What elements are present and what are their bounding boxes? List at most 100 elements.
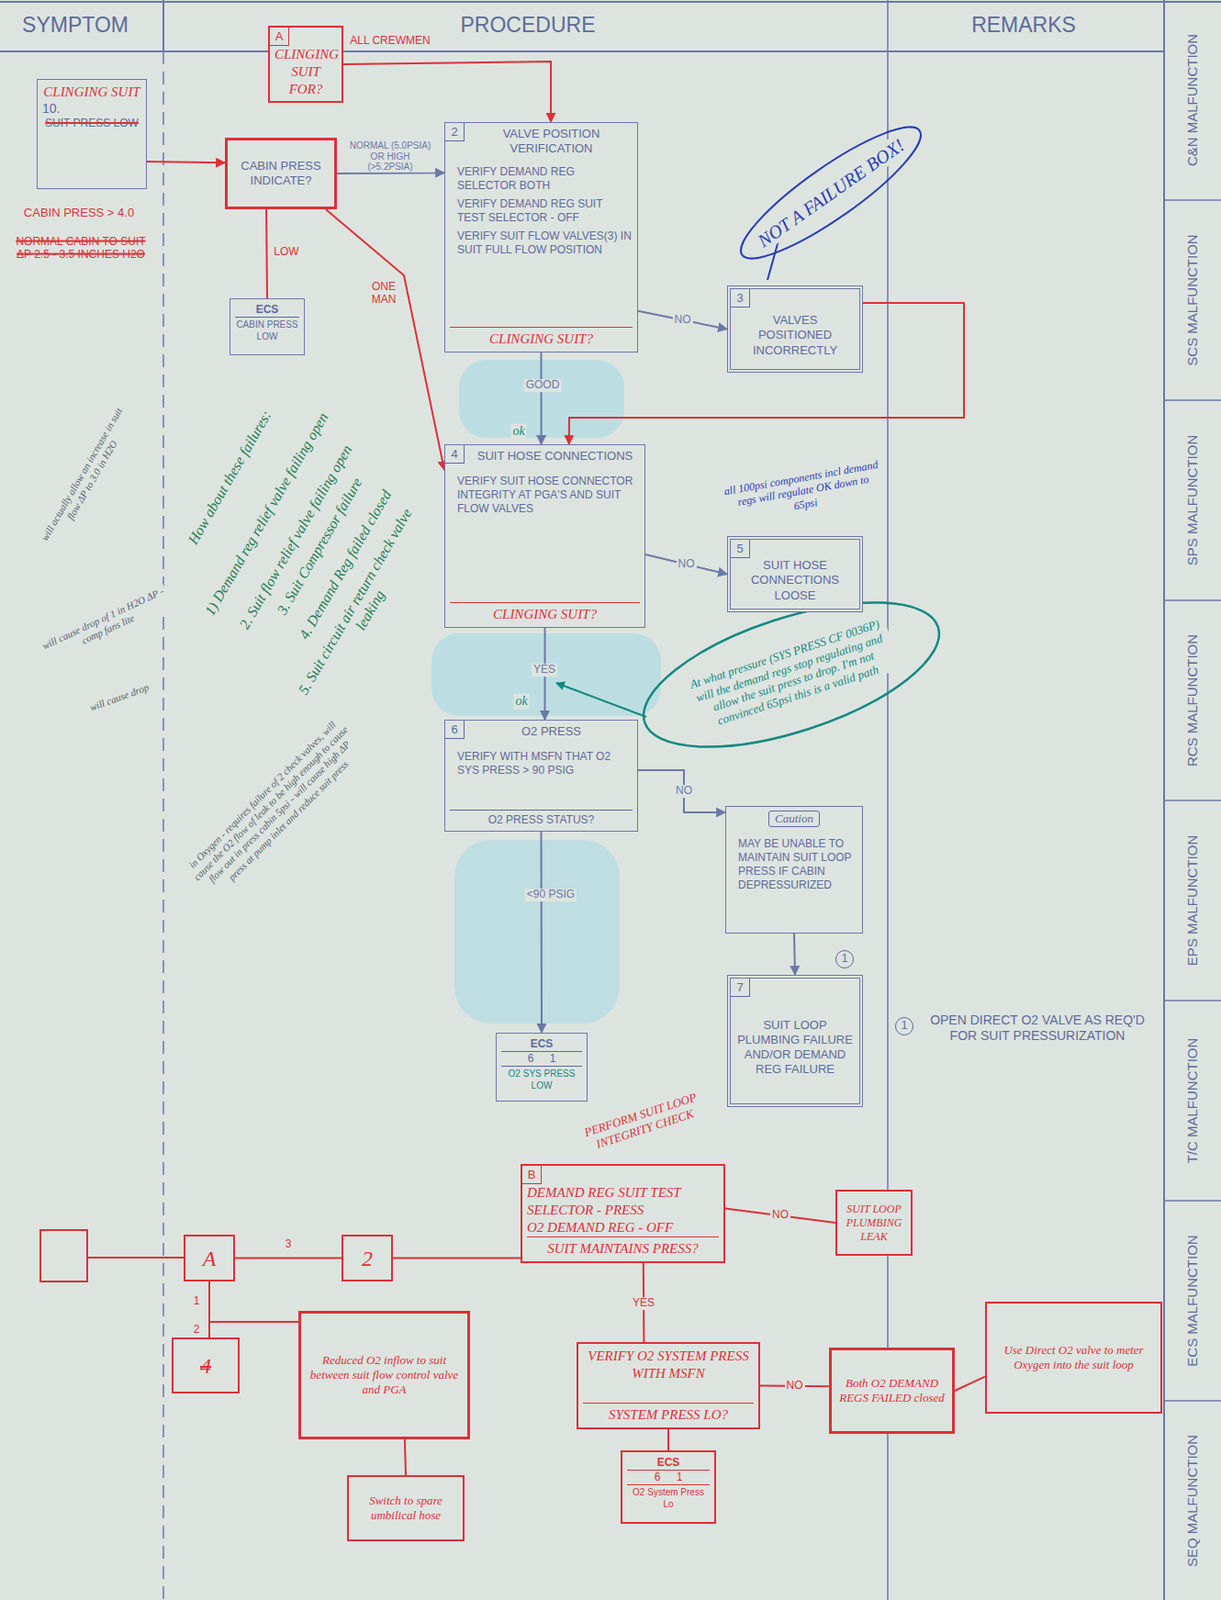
column-header: PROCEDURE <box>459 12 598 39</box>
edge-label: 3 <box>283 1238 294 1252</box>
pencil-note: in Oxygen - requires failure of 2 check … <box>179 712 370 903</box>
box-text: O2 DEMAND REG - OFF <box>526 1219 719 1237</box>
box-text: 2 <box>445 123 465 142</box>
box-text: SUIT PRESS LOW <box>42 116 142 131</box>
edge-label: ONE MAN <box>364 280 404 307</box>
sketch-box: A <box>183 1234 236 1282</box>
result-box: Reduced O2 inflow to suit between suit f… <box>298 1310 471 1440</box>
connector <box>645 554 728 575</box>
pencil-note: will actually allow an increase in suit … <box>37 403 137 551</box>
box-text: Switch to spare umbilical hose <box>353 1493 459 1524</box>
box-text: CLINGING SUIT FOR? <box>274 45 337 98</box>
pencil-note: will cause drop of 1 in H2O ΔP - comp fa… <box>37 583 173 664</box>
connector <box>954 1377 986 1391</box>
connector <box>265 209 269 299</box>
connector <box>235 1257 342 1260</box>
box-text: ECS <box>501 1037 583 1053</box>
callout-bubble <box>727 109 934 276</box>
procedure-box: 2VALVE POSITION VERIFICATION VERIFY DEMAN… <box>444 122 639 353</box>
result-box: 7SUIT LOOP PLUMBING FAILURE AND/OR DEMAN… <box>727 974 863 1108</box>
connector <box>146 161 225 163</box>
connector <box>540 831 544 1033</box>
result-box: 3VALVES POSITIONED INCORRECTLY <box>727 285 863 373</box>
layout-line <box>1164 199 1221 202</box>
column-rule <box>162 51 165 1600</box>
connector <box>667 1429 670 1451</box>
layout-line <box>1164 599 1221 602</box>
edge-label: NO <box>784 1379 806 1393</box>
box-text: A <box>190 1244 229 1273</box>
callout-number: 1 <box>895 1017 914 1036</box>
empty-box <box>40 1230 88 1282</box>
reference-box: ECSCABIN PRESS LOW <box>229 298 305 356</box>
handwritten-note: PERFORM SUIT LOOP INTEGRITY CHECK <box>563 1084 721 1160</box>
box-text: SUIT LOOP PLUMBING LEAK <box>841 1202 907 1244</box>
decision-box: CABIN PRESS INDICATE? <box>224 137 337 210</box>
procedure-box: VERIFY O2 SYSTEM PRESS WITH MSFN SYSTEM P… <box>576 1342 761 1430</box>
column-header: REMARKS <box>969 12 1078 39</box>
box-text: MAY BE UNABLE TO MAINTAIN SUIT LOOP PRES… <box>730 837 858 893</box>
connector <box>392 1257 521 1260</box>
handwritten-note: ok <box>510 424 527 440</box>
layout-line <box>1164 799 1221 802</box>
box-text: CLINGING SUIT? <box>449 602 640 624</box>
connector <box>638 311 728 330</box>
box-text: ECS <box>235 302 300 318</box>
box-text: 6 1 <box>627 1470 710 1486</box>
connector <box>343 61 551 123</box>
result-box: 5SUIT HOSE CONNECTIONS LOOSE <box>727 536 863 613</box>
edge-label: NO <box>676 558 697 572</box>
callout-leader <box>556 683 647 717</box>
box-text: Reduced O2 inflow to suit between suit f… <box>305 1353 463 1399</box>
decision-box: ACLINGING SUIT FOR? <box>268 25 344 103</box>
box-text: SUIT LOOP PLUMBING FAILURE AND/OR DEMAND… <box>735 1005 855 1078</box>
box-text: SYSTEM PRESS LO? <box>582 1402 754 1424</box>
box-text: VALVES POSITIONED INCORRECTLY <box>735 300 855 359</box>
edge-label: NO <box>770 1209 791 1222</box>
box-text: VERIFY DEMAND REG SELECTOR BOTH <box>449 165 633 193</box>
box-text: CLINGING SUIT <box>42 83 142 101</box>
edge-label: NO <box>672 313 694 327</box>
action-box: Use Direct O2 valve to meter Oxygen into… <box>985 1301 1163 1414</box>
caution-box: CautionMAY BE UNABLE TO MAINTAIN SUIT LO… <box>725 806 863 934</box>
edge-label: NO <box>673 784 695 798</box>
column-rule <box>162 0 165 52</box>
procedure-box: BDEMAND REG SUIT TEST SELECTOR - PRESSO2… <box>520 1164 726 1264</box>
box-text: DEMAND REG SUIT TEST SELECTOR - PRESS <box>526 1184 719 1220</box>
box-text: CABIN PRESS INDICATE? <box>232 158 330 190</box>
handwritten-note: ok <box>513 694 529 710</box>
edge-label: <90 PSIG <box>525 888 577 902</box>
connector <box>725 1209 836 1223</box>
connector <box>336 171 445 175</box>
connector <box>404 1439 406 1476</box>
section-tab: SEQ MALFUNCTION <box>1184 1433 1201 1569</box>
handwritten-note: CABIN PRESS > 4.0 <box>22 205 136 221</box>
procedure-box: 4SUIT HOSE CONNECTIONSVERIFY SUIT HOSE C… <box>444 444 646 628</box>
box-text: VERIFY SUIT HOSE CONNECTOR INTEGRITY AT … <box>449 474 640 516</box>
box-text: Caution <box>768 810 820 828</box>
strip-dividers <box>1164 200 1221 1401</box>
box-text: VALVE POSITION VERIFICATION <box>449 126 633 157</box>
reference-box: ECS6 1O2 SYS PRESS LOW <box>495 1032 588 1102</box>
callout-text: At what pressure (SYS PRESS CF 0036P) wi… <box>682 615 901 735</box>
struck-note: NORMAL CABIN TO SUIT ΔP 2.5 - 3.5 INCHES… <box>11 235 150 262</box>
sketch-box: 2 <box>341 1234 393 1282</box>
box-text: VERIFY SUIT FLOW VALVES(3) IN SUIT FULL … <box>449 229 633 258</box>
result-box: Both O2 DEMAND REGS FAILED closed <box>828 1347 955 1434</box>
box-text: O2 PRESS <box>449 724 633 742</box>
column-header: SYMPTOM <box>20 12 131 39</box>
result-box: SUIT LOOP PLUMBING LEAK <box>835 1189 913 1256</box>
box-text: VERIFY O2 SYSTEM PRESS WITH MSFN <box>582 1347 754 1383</box>
box-text: 4 <box>445 445 465 464</box>
box-text: O2 System Press Lo <box>627 1487 710 1511</box>
frame-line <box>0 0 1221 3</box>
callout-text: NOT A FAILURE BOX! <box>751 133 910 253</box>
box-text: VERIFY WITH MSFN THAT O2 SYS PRESS > 90 … <box>449 750 633 778</box>
box-text: A <box>269 27 290 46</box>
box-text: SUIT MAINTAINS PRESS? <box>526 1236 719 1258</box>
box-text: O2 PRESS STATUS? <box>449 809 633 828</box>
section-tab: RCS MALFUNCTION <box>1184 632 1201 769</box>
handwritten-note: ALL CREWMEN <box>347 33 433 47</box>
layout-line <box>1164 399 1221 402</box>
edge-label: NORMAL (5.0PSIA) OR HIGH (>5.2PSIA) <box>346 140 435 173</box>
